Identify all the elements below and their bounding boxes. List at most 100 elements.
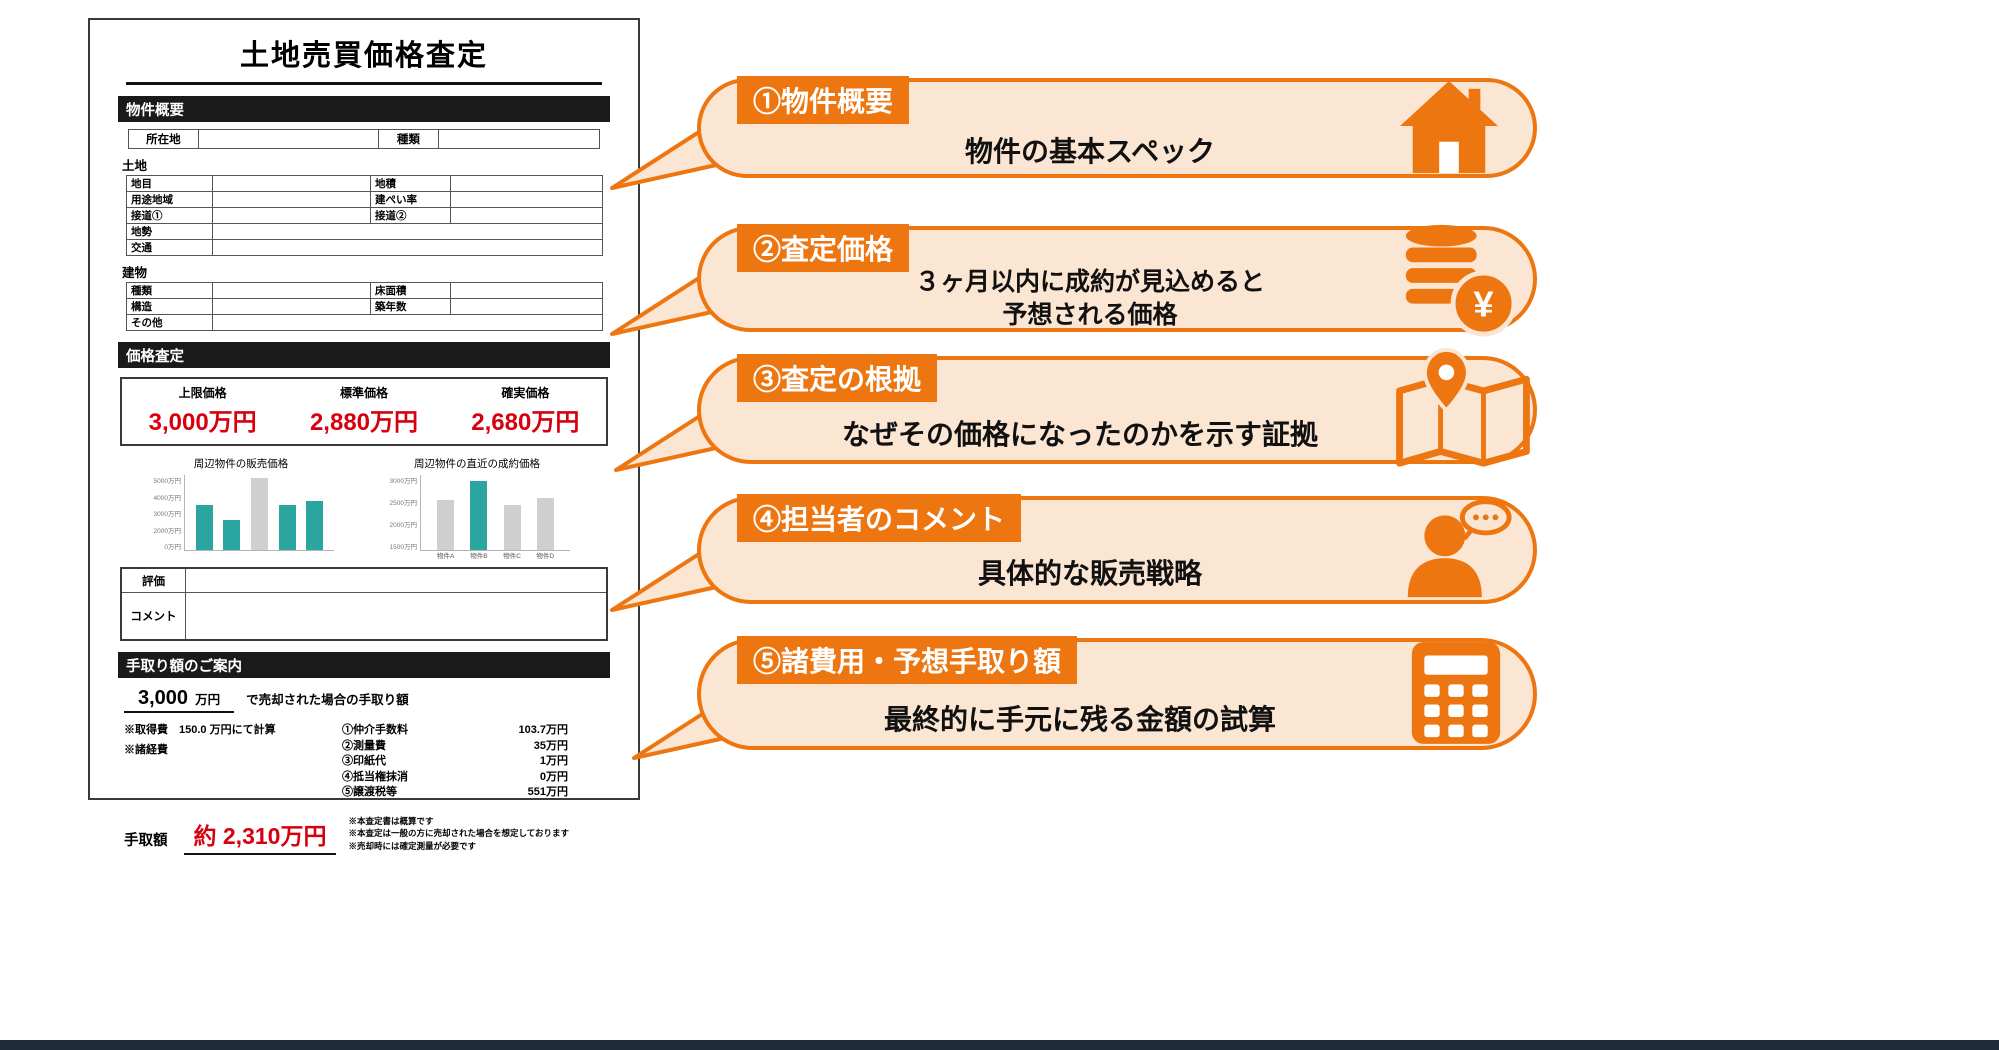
price-value: 2,680万円 xyxy=(471,409,580,436)
field-value xyxy=(212,175,371,192)
calculator-icon xyxy=(1411,642,1501,744)
sale-amount-unit: 万円 xyxy=(195,693,221,707)
bar-column xyxy=(306,475,324,550)
field-label: 種類 xyxy=(126,282,213,299)
field-value xyxy=(449,282,604,299)
callout-comment: ④担当者のコメント 具体的な販売戦略 xyxy=(600,494,1540,612)
plot-area: 物件A 物件B 物件C 物件D xyxy=(420,475,570,560)
bar-column xyxy=(195,475,213,550)
cost-row: ①仲介手数料 103.7万円 xyxy=(342,721,568,737)
cost-label: ①仲介手数料 xyxy=(342,724,408,736)
cost-row: ⑤譲渡税等 551万円 xyxy=(342,783,568,799)
callout-header: ⑤諸費用・予想手取り額 xyxy=(737,636,1078,684)
price-label: 標準価格 xyxy=(339,386,388,400)
bar xyxy=(306,500,324,550)
comment-row: コメント xyxy=(122,592,606,639)
plot-area xyxy=(184,475,334,551)
evaluation-table: 評価 コメント xyxy=(120,567,608,641)
field-label: 交通 xyxy=(126,239,213,256)
bar-column: 物件A xyxy=(437,475,455,560)
section-header-overview: 物件概要 xyxy=(118,96,610,122)
field-value xyxy=(437,129,601,149)
field-value xyxy=(211,314,604,331)
cost-value: 103.7万円 xyxy=(518,724,568,736)
cost-value: 0万円 xyxy=(539,770,568,783)
net-value: 約 2,310万円 xyxy=(183,817,337,855)
field-value xyxy=(449,175,604,192)
field-value xyxy=(449,298,604,315)
field-label: 地積 xyxy=(370,175,451,192)
footnotes: ※本査定書は概算です ※本査定は一般の方に売却された場合を想定しております ※売… xyxy=(348,815,569,855)
person-chat-icon xyxy=(1407,499,1512,598)
cost-label: ④抵当権抹消 xyxy=(342,770,408,783)
field-label: 接道① xyxy=(126,207,213,224)
y-tick-label: 2000万円 xyxy=(389,522,417,529)
callout-header: ③査定の根拠 xyxy=(737,354,938,402)
chart-title: 周辺物件の直近の成約価格 xyxy=(414,458,540,470)
field-value xyxy=(211,223,604,240)
callout-body: ３ヶ月以内に成約が見込めると 予想される価格 xyxy=(914,268,1265,329)
bar xyxy=(536,497,554,550)
callout-header: ④担当者のコメント xyxy=(737,494,1022,542)
y-tick-label: 0万円 xyxy=(164,544,181,551)
net-label: 手取額 xyxy=(124,832,168,849)
land-subtitle: 土地 xyxy=(122,159,148,173)
price-value: 2,880万円 xyxy=(309,409,419,436)
sale-amount: 3,000 xyxy=(138,687,189,709)
bar-column: 物件D xyxy=(536,475,554,560)
field-label: 築年数 xyxy=(370,298,451,315)
field-label: コメント xyxy=(122,593,186,639)
bar-column xyxy=(223,475,241,550)
price-box: 上限価格 3,000万円 標準価格 2,880万円 確実価格 2,680万円 xyxy=(120,377,608,446)
field-label: 評価 xyxy=(122,569,186,592)
costs-list: ①仲介手数料 103.7万円 ②測量費 35万円 ③印紙代 1万円 ④抵当権抹消… xyxy=(342,721,568,799)
map-pin-icon xyxy=(1396,348,1530,467)
calc-note: ※取得費 150.0 万円にて計算 xyxy=(124,724,276,736)
cost-value: 1万円 xyxy=(539,755,568,767)
field-label: 構造 xyxy=(126,298,213,315)
section-header-proceeds: 手取り額のご案内 xyxy=(118,652,610,678)
bar-column: 物件B xyxy=(470,475,488,560)
callout-body: なぜその価格になったのかを示す証拠 xyxy=(841,419,1318,450)
field-label: 建ぺい率 xyxy=(370,191,451,208)
callout-costs: ⑤諸費用・予想手取り額 最終的に手元に残る金額の試算 xyxy=(600,636,1540,760)
x-tick-label: 物件A xyxy=(437,553,455,560)
callout-header: ①物件概要 xyxy=(737,76,910,124)
field-value xyxy=(449,191,604,208)
svg-text:¥: ¥ xyxy=(1473,283,1494,324)
y-tick-label: 5000万円 xyxy=(153,478,181,485)
bar-column xyxy=(278,475,296,550)
cost-value: 551万円 xyxy=(527,786,568,798)
field-value xyxy=(197,129,379,149)
cost-label: ②測量費 xyxy=(342,739,386,752)
bar xyxy=(437,499,455,550)
x-tick-label: 物件C xyxy=(503,553,521,560)
field-label: 種類 xyxy=(377,129,439,149)
price-cell-certain: 確実価格 2,680万円 xyxy=(445,384,606,437)
callout-body: 具体的な販売戦略 xyxy=(977,558,1202,589)
callout-body: 最終的に手元に残る金額の試算 xyxy=(883,704,1276,735)
callout-bubble xyxy=(697,638,1537,750)
field-value xyxy=(211,239,604,256)
footer-bar xyxy=(0,1040,1999,1050)
field-label: 床面積 xyxy=(370,282,451,299)
land-table: 地目 地積 用途地域 建ぺい率 接道① 接道② 地勢 xyxy=(126,175,604,256)
callout-price: ②査定価格 ３ヶ月以内に成約が見込めると 予想される価格 ¥ xyxy=(600,224,1540,337)
x-tick-label: 物件B xyxy=(470,553,488,560)
sale-description: で売却された場合の手取り額 xyxy=(246,693,409,707)
callout-header: ②査定価格 xyxy=(737,224,910,272)
bar xyxy=(278,505,296,550)
house-icon xyxy=(1400,80,1498,174)
callout-body: 物件の基本スペック xyxy=(964,136,1216,167)
evaluation-row: 評価 xyxy=(122,569,606,592)
callout-overview: ①物件概要 物件の基本スペック xyxy=(600,76,1540,190)
y-tick-label: 1500万円 xyxy=(389,544,417,551)
bar xyxy=(223,520,241,550)
coins-yen-icon: ¥ xyxy=(1405,224,1516,337)
y-tick-label: 3000万円 xyxy=(153,511,181,518)
cost-row: ④抵当権抹消 0万円 xyxy=(342,768,568,784)
